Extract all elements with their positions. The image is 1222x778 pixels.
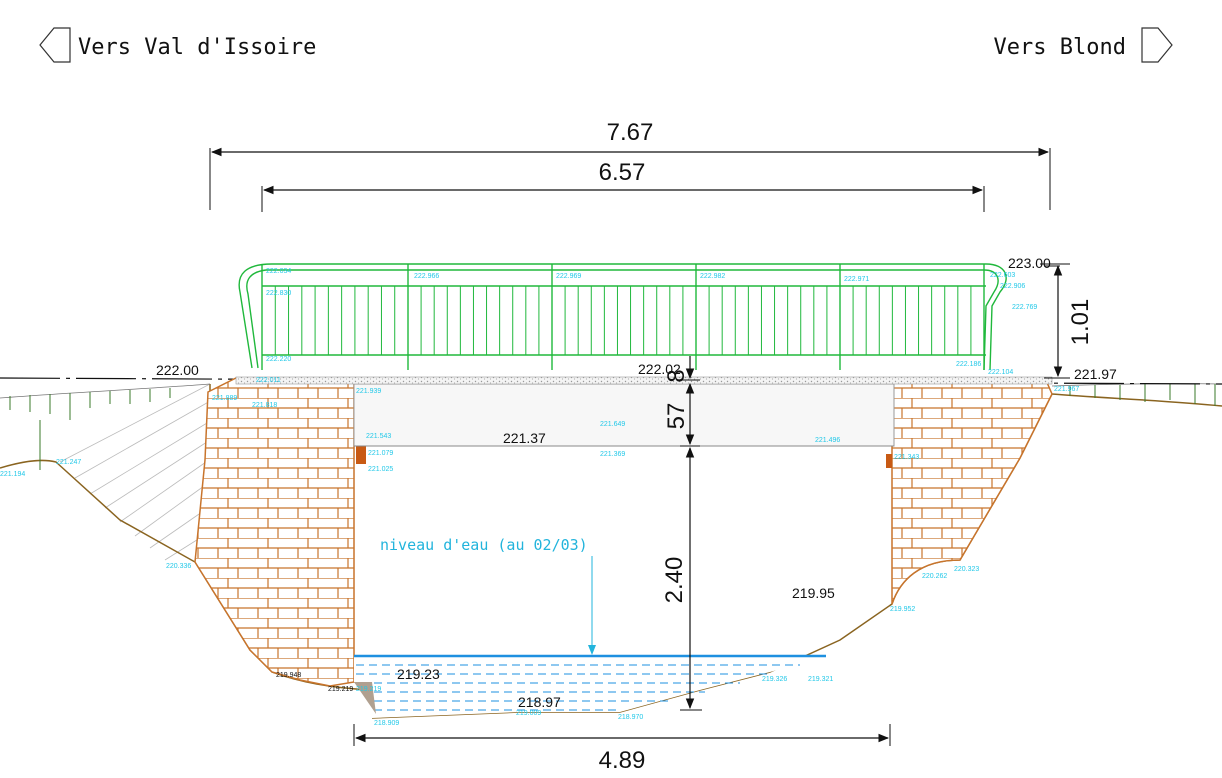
survey-point: 220.336 [166, 563, 191, 570]
deck-thickness-dimension: 57 8 [663, 356, 700, 447]
direction-left: Vers Val d'Issoire [39, 27, 316, 63]
elev-water-level: 219.23 [397, 666, 440, 682]
survey-point: 219.321 [808, 676, 833, 683]
survey-point: 222.603 [990, 272, 1015, 279]
deck-thickness-value: 57 [663, 403, 690, 430]
railing [238, 263, 1007, 371]
survey-point-dark: 219.948 [276, 672, 301, 679]
overall-width-dimension: 7.67 [209, 119, 1051, 210]
railing-balusters [274, 286, 972, 355]
survey-point: 220.323 [954, 566, 979, 573]
water-section [354, 654, 826, 718]
survey-point: 221.343 [894, 454, 919, 461]
survey-point: 222.769 [1012, 304, 1037, 311]
clearance-height-value: 2.40 [661, 557, 688, 604]
opening-width-dimension: 4.89 [353, 724, 891, 774]
water-level-note: niveau d'eau (au 02/03) [380, 536, 588, 554]
deck-thickness-extra-value: 8 [663, 369, 690, 382]
survey-point: 221.194 [0, 471, 25, 478]
clearance-height-dimension: 2.40 [661, 446, 702, 711]
right-abutment [891, 377, 1053, 605]
left-arrow-icon [39, 27, 71, 63]
survey-point: 222.971 [844, 276, 869, 283]
survey-point: 221.818 [252, 402, 277, 409]
survey-point: 221.496 [815, 437, 840, 444]
survey-point: 218.970 [618, 714, 643, 721]
survey-point: 221.889 [212, 395, 237, 402]
direction-right-label: Vers Blond [994, 35, 1126, 60]
direction-right: Vers Blond [994, 27, 1173, 63]
survey-point: 221.025 [368, 466, 393, 473]
right-arrow-icon [1141, 27, 1173, 63]
elev-bed-low: 218.97 [518, 694, 561, 710]
survey-point: 221.079 [368, 450, 393, 457]
survey-point: 222.186 [956, 361, 981, 368]
survey-point: 222.969 [556, 273, 581, 280]
survey-point: 218.909 [374, 720, 399, 727]
direction-left-label: Vers Val d'Issoire [78, 35, 316, 60]
survey-point: 221.967 [1054, 386, 1079, 393]
survey-point: 222.966 [414, 273, 439, 280]
elev-right-bank: 221.97 [1074, 366, 1117, 382]
elev-deck-underside: 221.37 [503, 430, 546, 446]
right-bearing [886, 454, 892, 468]
railing-height-value: 1.01 [1067, 299, 1094, 346]
survey-points: 222.034 222.966 222.969 222.982 222.971 … [0, 268, 1079, 727]
left-bearing [356, 446, 366, 464]
left-bank-hatch [59, 383, 213, 561]
road-surface [235, 376, 1053, 385]
survey-point: 221.543 [366, 433, 391, 440]
survey-point: 221.247 [56, 459, 81, 466]
survey-point: 219.326 [762, 676, 787, 683]
survey-point: 219.009 [516, 710, 541, 717]
opening-width-value: 4.89 [599, 747, 646, 774]
survey-point: 222.982 [700, 273, 725, 280]
survey-point: 222.034 [266, 268, 291, 275]
elev-left-bank: 222.00 [156, 362, 199, 378]
scour-block [354, 682, 376, 714]
survey-point: 222.011 [256, 377, 281, 384]
inner-width-dimension: 6.57 [261, 159, 985, 212]
survey-point: 221.369 [600, 451, 625, 458]
grass-right [1051, 383, 1222, 406]
survey-point-dark: 219.219 [328, 686, 353, 693]
elev-railing-top: 223.00 [1008, 255, 1051, 271]
railing-height-dimension: 1.01 [1040, 263, 1094, 379]
survey-point: 222.830 [266, 290, 291, 297]
survey-point: 222.220 [266, 356, 291, 363]
survey-point: 222.104 [988, 369, 1013, 376]
elev-right-soffit: 219.95 [792, 585, 835, 601]
deck-slab [353, 383, 895, 447]
survey-point: 220.262 [922, 573, 947, 580]
overall-width-value: 7.67 [607, 119, 654, 146]
survey-point: 222.906 [1000, 283, 1025, 290]
survey-point: 219.219 [356, 686, 381, 693]
inner-width-value: 6.57 [599, 159, 646, 186]
grass-left [0, 383, 211, 470]
elev-deck-top: 222.02 [638, 361, 681, 377]
left-abutment [194, 377, 355, 687]
survey-point: 221.939 [356, 388, 381, 395]
survey-point: 221.649 [600, 421, 625, 428]
survey-point: 219.952 [890, 606, 915, 613]
